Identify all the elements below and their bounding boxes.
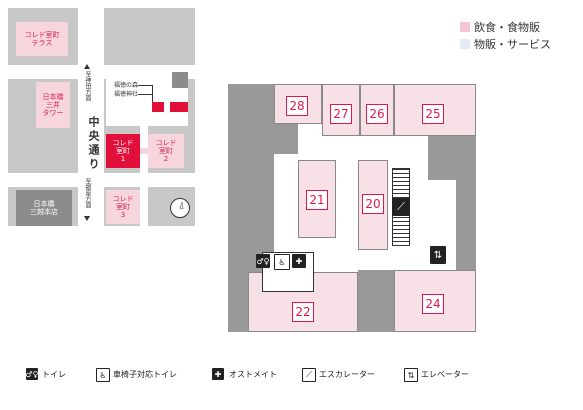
arrow-north-icon [84,64,90,69]
compass-icon [170,198,190,218]
legend-escalator-label: エスカレーター [319,370,375,379]
area-map: コレド室町 テラス 日本橋 三井 タワー コレド 室町 1 コレド 室町 2 コ… [8,8,195,226]
wall-south-center [358,270,394,332]
leader-line-1 [138,85,152,86]
shrine-label-shrine: 福徳神社 [114,91,139,98]
building-nihonbashi-mitsui-tower: 日本橋 三井 タワー [36,82,70,128]
legend-label-goods: 物販・サービス [474,38,551,51]
unit-number-26[interactable]: 26 [366,104,388,124]
building-coredo-muromachi-2: コレド 室町 2 [148,134,184,168]
unit-number-22[interactable]: 22 [292,302,314,322]
unit-number-21[interactable]: 21 [306,190,328,210]
ostomate-icon[interactable]: ✚ [292,254,306,268]
road-side-street [140,65,148,226]
wall-southwest [228,274,248,332]
legend-toilet-label: トイレ [42,370,66,379]
street-label-north: 至神田方面 [84,71,91,101]
unit-28 [274,84,322,124]
unit-number-28[interactable]: 28 [286,96,308,116]
legend-elevator-icon: ⇅ [404,368,418,382]
floor-plan: 28 27 26 25 21 20 22 24 ⟋ ⇅ ♂♀ ♿ ✚ [228,84,476,332]
unit-number-25[interactable]: 25 [422,104,444,124]
escalator-icon[interactable]: ⟋ [392,198,410,216]
legend-ostomate-icon: ✚ [212,368,224,380]
toilet-icon[interactable]: ♂♀ [256,254,270,268]
elevator-icon[interactable]: ⇅ [430,246,446,264]
unit-number-20[interactable]: 20 [362,194,384,214]
arrow-south-icon [84,216,90,221]
legend-ostomate-label: オストメイト [229,370,277,379]
wheelchair-icon[interactable]: ♿ [274,254,290,270]
street-label-south: 至銀座方面 [84,178,91,208]
shrine-label-forest: 福徳の森 [114,82,139,89]
shrine-marker-1 [152,102,164,112]
shrine-marker-2 [170,102,188,112]
unit-number-24[interactable]: 24 [422,294,444,314]
legend-label-food: 飲食・食物販 [474,21,540,34]
leader-line-3 [152,85,153,102]
leader-line-2 [138,94,152,95]
connector-link [140,148,148,154]
road-main-street [78,8,104,226]
building-coredo-muromachi-1: コレド 室町 1 [106,134,140,168]
building-nihonbashi-mitsukoshi: 日本橋 三越本店 [16,190,72,226]
legend-wheelchair-icon: ♿ [96,368,110,382]
building-coredo-terrace: コレド室町 テラス [16,22,68,56]
unit-number-27[interactable]: 27 [330,104,352,124]
legend-toilet-icon: ♂♀ [25,368,39,380]
legend-escalator-icon: ⟋ [302,368,316,382]
wall-east-lower [456,180,476,280]
legend-swatch-goods [460,39,470,49]
shrine-building [172,72,188,88]
street-label-main: 中央通り [87,116,100,172]
building-coredo-muromachi-3: コレド 室町 3 [106,190,140,224]
wall-east [428,136,476,180]
legend-wheelchair-label: 車椅子対応トイレ [113,370,177,379]
legend-swatch-food [460,22,470,32]
legend-elevator-label: エレベーター [421,370,469,379]
